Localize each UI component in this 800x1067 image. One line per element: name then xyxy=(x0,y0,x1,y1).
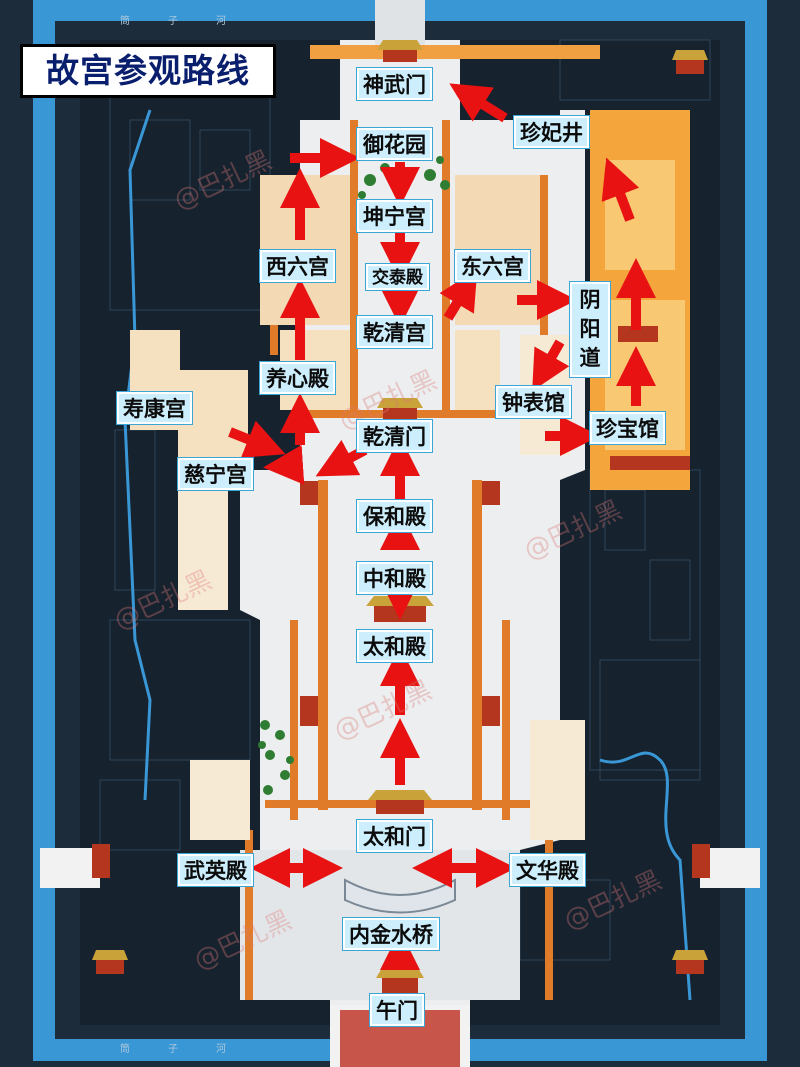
label-yinyangdao[interactable]: 阴阳道 xyxy=(570,282,610,377)
label-qianqinggong[interactable]: 乾清宫 xyxy=(357,316,432,348)
north-wall xyxy=(310,45,600,59)
label-cininggong[interactable]: 慈宁宫 xyxy=(178,458,253,490)
label-yangxindian[interactable]: 养心殿 xyxy=(260,362,335,394)
label-baohedian[interactable]: 保和殿 xyxy=(357,500,432,532)
label-taihedian[interactable]: 太和殿 xyxy=(357,630,432,662)
label-taihemen[interactable]: 太和门 xyxy=(357,820,432,852)
label-shenwumen[interactable]: 神武门 xyxy=(357,68,432,100)
label-kunninggong[interactable]: 坤宁宫 xyxy=(357,200,432,232)
moat-label-north: 筒子河 xyxy=(120,16,264,27)
map-title: 故宫参观路线 xyxy=(20,44,276,98)
golden-water-bridge xyxy=(344,878,456,914)
label-qianqingmen[interactable]: 乾清门 xyxy=(357,420,432,452)
east-palace-compound xyxy=(455,330,500,410)
west-road xyxy=(40,848,100,888)
treasure-gallery-inner xyxy=(605,160,675,270)
route-arrows xyxy=(228,83,656,970)
moat-label-south: 筒子河 xyxy=(120,1044,264,1055)
label-xiliugong[interactable]: 西六宫 xyxy=(260,250,335,282)
garden-trees xyxy=(258,156,450,795)
wenhua-compound xyxy=(530,720,585,840)
label-yuhuayuan[interactable]: 御花园 xyxy=(357,128,432,160)
label-zhonghedian[interactable]: 中和殿 xyxy=(357,562,432,594)
label-wumen[interactable]: 午门 xyxy=(370,994,424,1026)
label-yinyangdao-text: 阴阳道 xyxy=(579,288,601,370)
label-jiaotaidian[interactable]: 交泰殿 xyxy=(366,264,429,290)
label-zhenbaoguan[interactable]: 珍宝馆 xyxy=(590,412,665,444)
label-shoukanggong[interactable]: 寿康宫 xyxy=(117,392,192,424)
inner-stream-east xyxy=(599,751,692,1001)
label-zhongbiaoguan[interactable]: 钟表馆 xyxy=(496,386,571,418)
label-wenhuadian[interactable]: 文华殿 xyxy=(510,854,585,886)
label-wuyingdian[interactable]: 武英殿 xyxy=(178,854,253,886)
wuying-compound xyxy=(190,760,250,840)
cining-garden xyxy=(178,480,228,610)
label-zhenfeijing[interactable]: 珍妃井 xyxy=(514,116,589,148)
label-neijinshuiqiao[interactable]: 内金水桥 xyxy=(343,918,439,950)
label-dongliugong[interactable]: 东六宫 xyxy=(455,250,530,282)
